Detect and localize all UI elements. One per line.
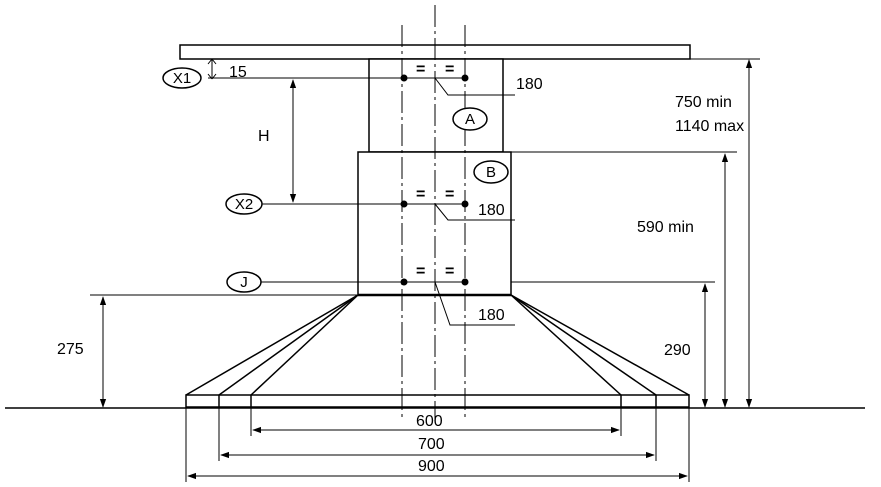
dimension-750-1140: 750 min 1140 max <box>503 58 760 408</box>
dimension-h: H <box>258 79 297 203</box>
svg-text:B: B <box>486 164 496 181</box>
callout-j: J <box>226 271 262 293</box>
equal-sign: = <box>445 61 454 78</box>
callout-x2: X2 <box>225 193 263 215</box>
dimension-label-h: H <box>258 128 270 145</box>
callout-a: A <box>452 107 488 131</box>
dimension-15: 15 <box>207 58 247 81</box>
svg-text:X2: X2 <box>235 196 253 213</box>
dimension-width-600: 600 <box>250 407 622 436</box>
upper-chimney <box>368 58 504 153</box>
callout-x1: X1 <box>162 67 202 89</box>
dimension-label-180-top: 180 <box>516 76 543 93</box>
callout-b: B <box>473 160 509 184</box>
dimension-275: 275 <box>57 294 358 408</box>
dimension-label-600: 600 <box>416 413 443 430</box>
dimension-width-900: 900 <box>185 407 690 482</box>
dimension-label-180-middle: 180 <box>478 202 505 219</box>
equal-sign: = <box>416 263 425 280</box>
svg-text:J: J <box>240 274 248 291</box>
dimension-label-700: 700 <box>418 436 445 453</box>
fixing-points <box>208 74 469 286</box>
equal-sign: = <box>445 263 454 280</box>
dimension-label-750-min: 750 min <box>675 94 732 111</box>
equal-sign: = <box>416 61 425 78</box>
dimension-label-1140-max: 1140 max <box>675 118 744 135</box>
center-axes <box>401 5 466 420</box>
equal-signs: = = = = = = <box>416 61 454 280</box>
equal-sign: = <box>445 186 454 203</box>
dimension-label-180-bottom: 180 <box>478 307 505 324</box>
dimension-label-275: 275 <box>57 341 84 358</box>
dimension-290: 290 <box>511 281 715 408</box>
leaders-180 <box>434 77 515 326</box>
equal-sign: = <box>416 186 425 203</box>
dimension-label-290: 290 <box>664 342 691 359</box>
dimension-label-15: 15 <box>229 64 247 81</box>
svg-text:A: A <box>465 111 475 128</box>
dimension-label-590-min: 590 min <box>637 219 694 236</box>
dimension-label-900: 900 <box>418 458 445 475</box>
svg-text:X1: X1 <box>173 70 191 87</box>
dimension-width-700: 700 <box>218 407 657 461</box>
hood-canopy <box>185 293 690 408</box>
dimension-590: 590 min <box>511 151 737 408</box>
